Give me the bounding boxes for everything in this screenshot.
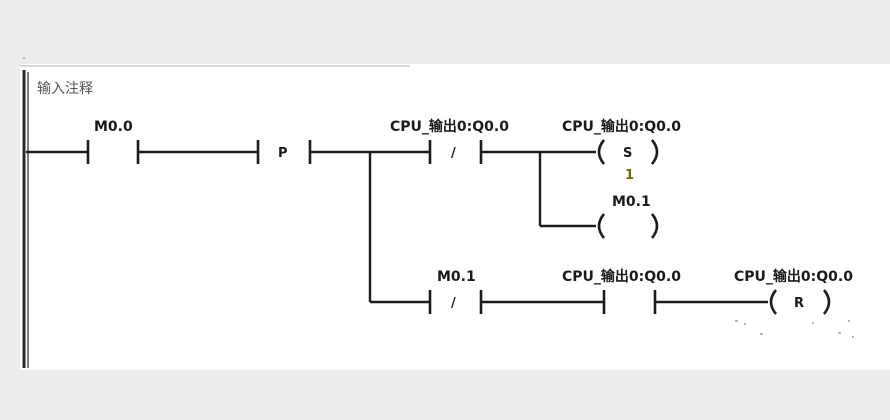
coil-set-q00-address: CPU_输出0:Q0.0 [562,118,681,135]
contact-m01-nc-address: M0.1 [437,269,476,285]
contact-q00-nc[interactable]: CPU_输出0:Q0.0 / [390,118,509,164]
contact-p-symbol: P [278,146,288,161]
coil-reset-q00-left-paren [769,289,778,315]
coil-set-q00-right-paren [650,139,659,165]
coil-reset-q00-right-paren [822,289,831,315]
contact-q00-nc-address: CPU_输出0:Q0.0 [390,118,509,135]
network-marker [23,57,25,59]
contact-m01-nc-symbol: / [451,296,456,311]
contact-m01-nc[interactable]: M0.1 / [428,269,483,314]
network-comment[interactable]: 输入注释 [37,81,93,97]
scan-artifacts [735,320,854,338]
coil-m01-right-paren [650,213,659,239]
coil-m01-address: M0.1 [612,194,651,210]
contact-q00-nc-symbol: / [451,146,456,161]
coil-m01[interactable]: M0.1 [597,194,659,239]
network-panel [20,64,890,370]
coil-set-q00-left-paren [597,139,606,165]
coil-m01-left-paren [597,213,606,239]
coil-reset-q00-symbol: R [794,296,804,311]
contact-q00-no-address: CPU_输出0:Q0.0 [562,268,681,285]
contact-edge-p[interactable]: P [256,140,312,164]
contact-m00-address: M0.0 [94,119,133,135]
contact-q00-no[interactable]: CPU_输出0:Q0.0 [562,268,681,314]
coil-set-q00-param: 1 [625,168,634,183]
coil-set-q00[interactable]: CPU_输出0:Q0.0 S 1 [562,118,681,183]
coil-set-q00-symbol: S [623,146,632,161]
coil-reset-q00[interactable]: CPU_输出0:Q0.0 R [734,268,853,315]
coil-reset-q00-address: CPU_输出0:Q0.0 [734,268,853,285]
contact-m00[interactable]: M0.0 [86,119,140,164]
